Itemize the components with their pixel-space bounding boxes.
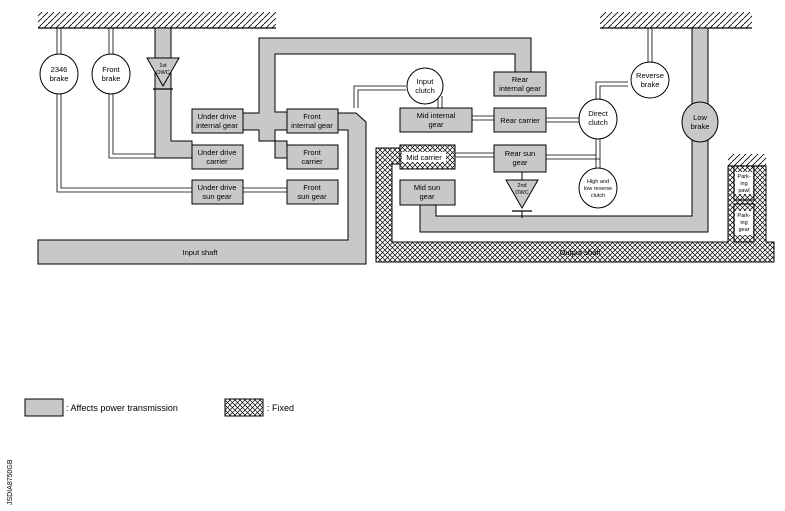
svg-text:OWC: OWC — [515, 190, 528, 196]
underdrive-carrier: Under drive carrier — [191, 144, 244, 170]
svg-text:carrier: carrier — [206, 157, 228, 166]
legend-swatch-fixed — [224, 398, 264, 417]
svg-text:brake: brake — [691, 122, 710, 131]
svg-text:pawl: pawl — [738, 188, 749, 194]
brake-2346: 2346 brake — [39, 53, 79, 95]
svg-text:Mid sun: Mid sun — [414, 183, 440, 192]
low-brake: Low brake — [681, 101, 719, 143]
svg-text:Under drive: Under drive — [198, 183, 237, 192]
svg-text:internal gear: internal gear — [291, 121, 333, 130]
svg-text:Park-: Park- — [737, 213, 750, 219]
svg-text:Mid carrier: Mid carrier — [406, 153, 442, 162]
svg-text:clutch: clutch — [415, 86, 435, 95]
legend-fixed: : Fixed — [267, 403, 294, 413]
svg-text:Front: Front — [303, 183, 321, 192]
svg-text:Input: Input — [417, 77, 435, 86]
front-brake: Front brake — [91, 53, 131, 95]
svg-text:sun gear: sun gear — [297, 192, 327, 201]
svg-text:1st: 1st — [159, 63, 167, 69]
input-clutch: Input clutch — [406, 67, 444, 105]
svg-text:clutch: clutch — [588, 118, 608, 127]
svg-text:gear: gear — [428, 120, 444, 129]
svg-text:brake: brake — [102, 74, 121, 83]
mid-carrier: Mid carrier — [399, 144, 456, 170]
svg-text:Rear sun: Rear sun — [505, 149, 535, 158]
front-internal-gear: Front internal gear — [286, 108, 339, 134]
power-shafts — [37, 27, 709, 265]
parking-pawl: Park- ing pawl — [733, 165, 755, 201]
legend-swatch-power — [24, 398, 64, 417]
housing-right — [600, 12, 752, 29]
front-sun-gear: Front sun gear — [286, 179, 339, 205]
svg-text:ing: ing — [740, 181, 747, 187]
underdrive-sun-gear: Under drive sun gear — [191, 179, 244, 205]
direct-clutch: Direct clutch — [578, 98, 618, 140]
svg-text:Direct: Direct — [588, 109, 609, 118]
svg-text:Under drive: Under drive — [198, 148, 237, 157]
svg-text:Rear: Rear — [512, 75, 529, 84]
underdrive-internal-gear: Under drive internal gear — [191, 108, 244, 134]
svg-text:Under drive: Under drive — [198, 112, 237, 121]
housing-parking — [728, 154, 766, 167]
mid-sun-gear: Mid sun gear — [399, 179, 456, 206]
parking-gear: Park- ing gear — [733, 203, 755, 243]
reverse-brake: Reverse brake — [630, 61, 670, 99]
mid-internal-gear: Mid internal gear — [399, 107, 473, 133]
svg-text:OWC: OWC — [156, 70, 169, 76]
front-carrier: Front carrier — [286, 144, 339, 170]
legend: : Affects power transmission : Fixed — [24, 398, 294, 417]
svg-text:Reverse: Reverse — [636, 71, 664, 80]
svg-text:brake: brake — [50, 74, 69, 83]
svg-text:Park-: Park- — [737, 174, 750, 180]
svg-text:ing: ing — [740, 220, 747, 226]
rear-internal-gear: Rear internal gear — [493, 71, 547, 97]
housing-left — [38, 12, 276, 29]
svg-text:2346: 2346 — [51, 65, 68, 74]
legend-affects-power: : Affects power transmission — [66, 403, 178, 413]
high-low-reverse-clutch: High and low reverse clutch — [578, 167, 618, 209]
connection-lines — [56, 28, 653, 193]
svg-text:Mid internal: Mid internal — [417, 111, 456, 120]
svg-text:sun gear: sun gear — [202, 192, 232, 201]
svg-text:Front: Front — [303, 112, 321, 121]
svg-text:low reverse: low reverse — [584, 186, 612, 192]
svg-text:Front: Front — [303, 148, 321, 157]
owc-2nd: 2nd OWC — [505, 172, 539, 218]
svg-text:Rear carrier: Rear carrier — [500, 116, 540, 125]
svg-text:gear: gear — [738, 227, 749, 233]
figure-code: JSDIA8750GB — [7, 459, 14, 505]
svg-text:gear: gear — [419, 192, 435, 201]
svg-text:gear: gear — [512, 158, 528, 167]
svg-text:internal gear: internal gear — [196, 121, 238, 130]
svg-text:High and: High and — [587, 179, 609, 185]
output-shaft-label: Output shaft — [560, 248, 602, 257]
svg-text:clutch: clutch — [591, 193, 605, 199]
svg-text:2nd: 2nd — [517, 183, 526, 189]
rear-sun-gear: Rear sun gear — [493, 144, 547, 173]
svg-text:brake: brake — [641, 80, 660, 89]
input-shaft-label: Input shaft — [182, 248, 218, 257]
svg-text:internal gear: internal gear — [499, 84, 541, 93]
svg-text:Front: Front — [102, 65, 120, 74]
owc-1st: 1st OWC — [146, 57, 180, 90]
svg-text:carrier: carrier — [301, 157, 323, 166]
svg-text:Low: Low — [693, 113, 707, 122]
rear-carrier: Rear carrier — [493, 107, 547, 133]
